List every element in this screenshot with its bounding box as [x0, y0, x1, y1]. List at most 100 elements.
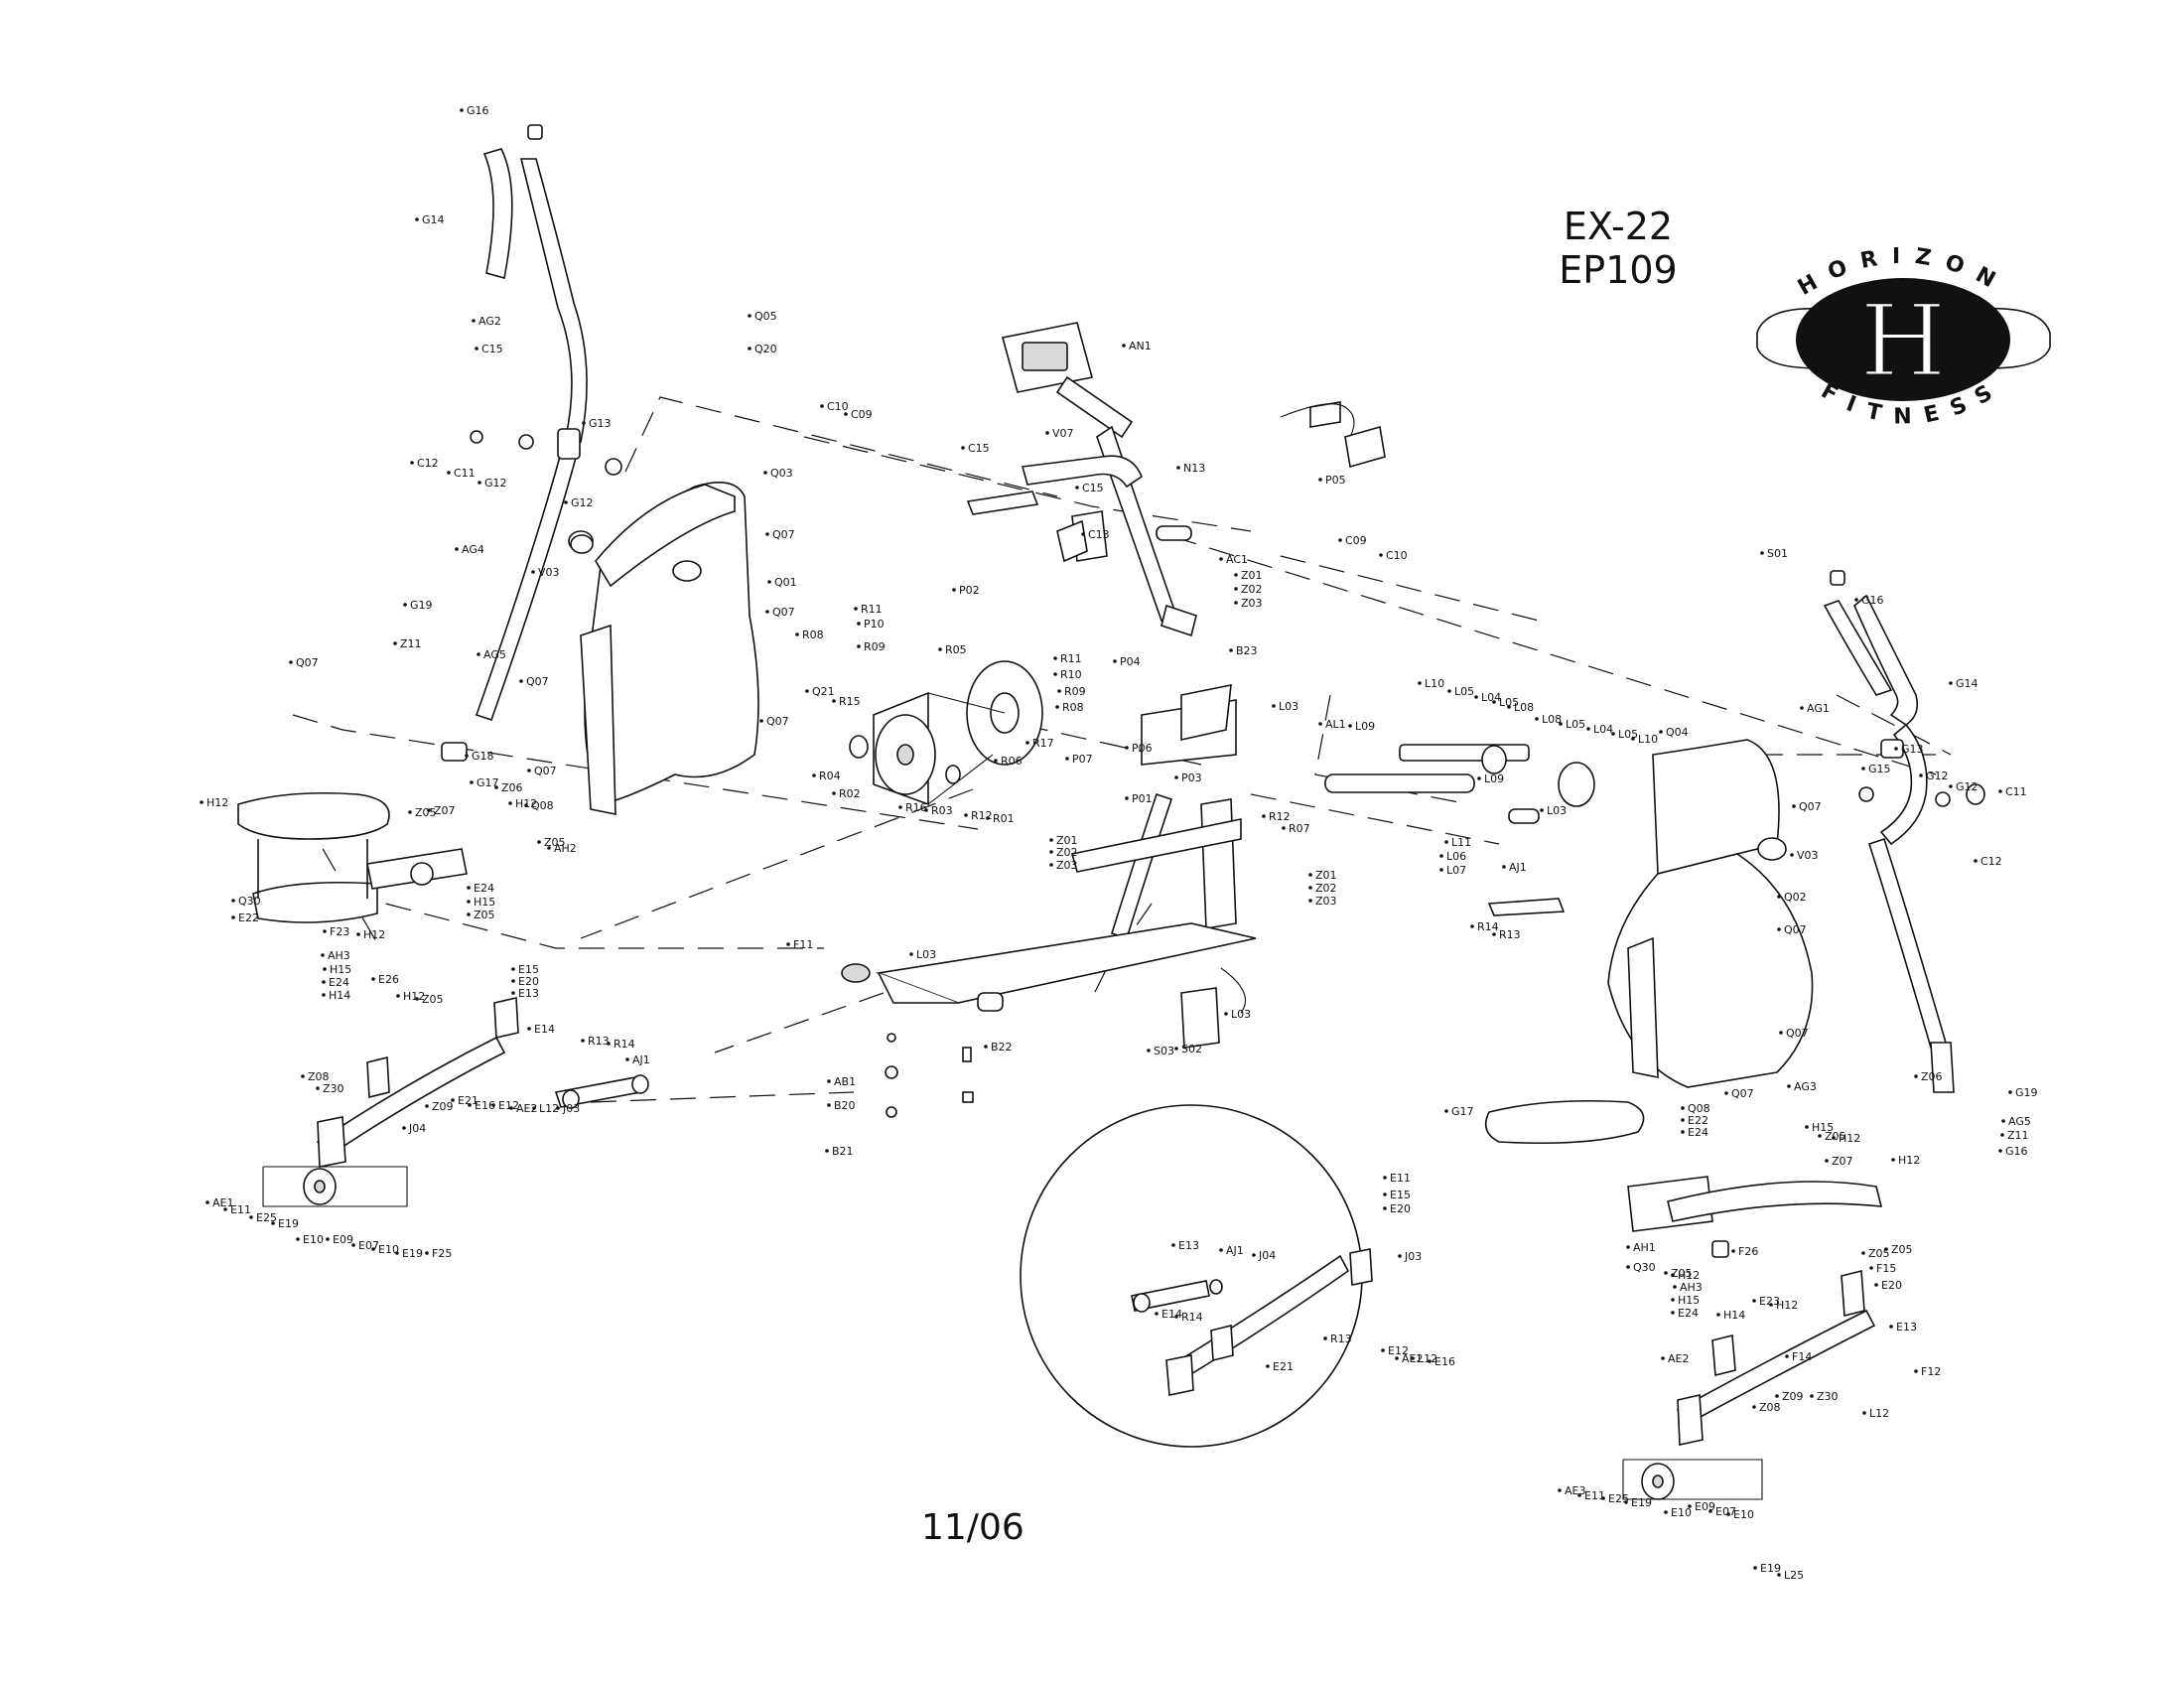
callout-label: R11 — [1060, 652, 1082, 665]
callout-dot — [1832, 1136, 1836, 1140]
callout-dot — [556, 1106, 560, 1110]
callout-dot — [1348, 724, 1352, 728]
callout-label: AG1 — [1807, 702, 1830, 715]
callout-label: Z30 — [1817, 1390, 1839, 1403]
callout-dot — [415, 997, 419, 1001]
callout-label: AH3 — [1680, 1281, 1703, 1294]
callout-dot — [1681, 1106, 1685, 1110]
callout-label: R04 — [819, 770, 841, 782]
callout-dot — [1949, 784, 1953, 788]
callout-dot — [1586, 727, 1590, 731]
callout-label: Q07 — [534, 765, 557, 777]
callout-label: Q07 — [1786, 1027, 1809, 1040]
callout-dot — [1862, 1411, 1866, 1415]
callout-dot — [1323, 1336, 1327, 1340]
callout-label: Z05 — [415, 806, 437, 819]
callout-dot — [1049, 850, 1053, 854]
callout-dot — [408, 810, 412, 814]
callout-label: L05 — [1499, 696, 1519, 709]
callout-dot — [527, 1027, 531, 1031]
callout-label: R06 — [1001, 755, 1023, 768]
callout-label: Z07 — [434, 804, 456, 817]
part-number: EP109 — [1559, 248, 1678, 292]
callout-dot — [1731, 1249, 1735, 1253]
callout-label: AG3 — [1794, 1080, 1817, 1093]
callout-label: R11 — [861, 603, 883, 616]
callout-dot — [1673, 1285, 1677, 1289]
callout-dot — [527, 769, 531, 772]
callout-dot — [1974, 859, 1978, 863]
callout-label: G12 — [1926, 770, 1949, 782]
callout-dot — [1125, 746, 1129, 750]
callout-dot — [607, 1042, 611, 1046]
callout-dot — [425, 1251, 429, 1255]
callout-label: AH1 — [1633, 1241, 1656, 1254]
callout-dot — [1752, 1405, 1756, 1409]
callout-dot — [1559, 722, 1563, 726]
callout-label: AG5 — [2008, 1115, 2031, 1128]
callout-label: G12 — [571, 496, 594, 509]
callout-label: Z07 — [1832, 1155, 1853, 1168]
callout-dot — [322, 980, 326, 984]
callout-dot — [1318, 722, 1322, 726]
callout-dot — [1252, 1253, 1256, 1257]
callout-dot — [2008, 1090, 2012, 1094]
callout-dot — [1611, 732, 1615, 736]
callout-dot — [1049, 863, 1053, 867]
callout-label: R12 — [971, 809, 993, 822]
callout-label: E11 — [230, 1203, 251, 1216]
callout-label: R03 — [931, 804, 953, 817]
callout-dot — [205, 1200, 209, 1204]
revision-date: 11/06 — [921, 1507, 1024, 1548]
callout-dot — [477, 652, 480, 656]
callout-label: C15 — [481, 343, 503, 355]
callout-label: L25 — [1784, 1569, 1804, 1582]
callout-label: R09 — [1064, 685, 1086, 698]
callout-dot — [427, 808, 431, 812]
callout-dot — [1113, 659, 1117, 663]
callout-dot — [1998, 1149, 2002, 1153]
callout-dot — [519, 679, 523, 683]
callout-dot — [1025, 741, 1029, 745]
callout-label: Q20 — [754, 343, 777, 355]
callout-label: Z03 — [1056, 859, 1078, 872]
callout-label: F11 — [793, 938, 813, 951]
callout-label: AG5 — [483, 648, 506, 661]
callout-label: L11 — [1451, 836, 1471, 849]
callout-dot — [984, 1045, 988, 1049]
callout-label: Z02 — [1315, 882, 1337, 895]
callout-dot — [1439, 868, 1443, 872]
callout-dot — [1664, 1271, 1668, 1275]
callout-label: H15 — [1812, 1121, 1834, 1134]
callout-dot — [1174, 1315, 1178, 1319]
callout-dot — [825, 1149, 829, 1153]
callout-label: Z05 — [1891, 1243, 1913, 1256]
callout-dot — [1671, 1273, 1675, 1277]
callout-label: Z05 — [544, 836, 566, 849]
callout-dot — [296, 1237, 300, 1241]
callout-dot — [1889, 1325, 1893, 1329]
callout-label: L05 — [1454, 685, 1474, 698]
callout-label: Q07 — [772, 606, 795, 619]
callout-dot — [1418, 681, 1422, 685]
callout-dot — [827, 1103, 831, 1107]
callout-dot — [1053, 672, 1057, 676]
callout-label: P07 — [1072, 753, 1093, 766]
callout-label: H12 — [403, 990, 425, 1003]
callout-label: V03 — [1797, 849, 1819, 862]
callout-dot — [1854, 598, 1858, 602]
callout-label: Z05 — [1868, 1247, 1890, 1260]
detail-inset — [1020, 1104, 1373, 1448]
callout-label: E22 — [1688, 1114, 1708, 1127]
callout-dot — [1753, 1566, 1757, 1570]
callout-dot — [857, 644, 861, 648]
callout-label: J04 — [1258, 1249, 1276, 1262]
callout-label: Q07 — [1784, 923, 1807, 936]
callout-dot — [898, 805, 902, 809]
callout-label: E20 — [518, 975, 539, 988]
callout-label: F15 — [1876, 1262, 1896, 1275]
callout-label: E12 — [498, 1099, 519, 1112]
callout-dot — [1383, 1193, 1387, 1196]
callout-label: R08 — [802, 629, 824, 641]
callout-label: G16 — [2005, 1145, 2028, 1158]
